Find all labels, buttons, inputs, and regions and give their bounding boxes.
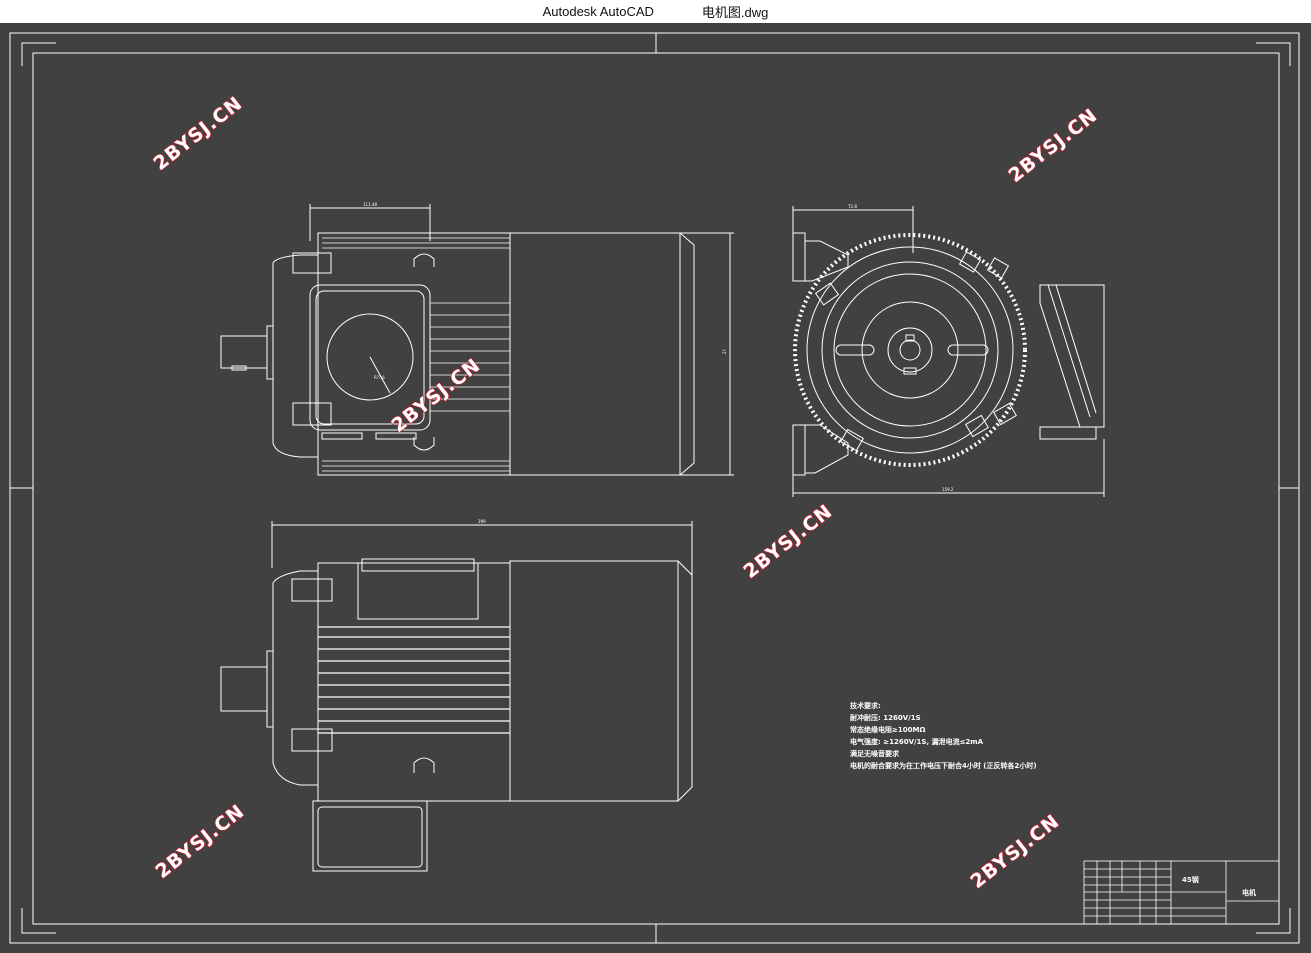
watermark-2: 2BYSJ.CN bbox=[1005, 104, 1102, 187]
drawing-border bbox=[9, 32, 1300, 944]
title-block[interactable]: 45钢 电机 bbox=[1083, 860, 1280, 925]
dim-end-base: 159.2 bbox=[942, 487, 954, 492]
note-line-3: 电气强度: ≥1260V/1S, 漏泄电流≤2mA bbox=[850, 737, 984, 746]
window-title-bar: Autodesk AutoCAD 电机图.dwg bbox=[0, 0, 1311, 23]
dim-top-height: 2? bbox=[722, 349, 727, 354]
watermark-5: 2BYSJ.CN bbox=[152, 800, 249, 883]
note-line-4: 满足无噪音要求 bbox=[850, 749, 900, 758]
notes-title: 技术要求: bbox=[850, 701, 881, 710]
app-title: Autodesk AutoCAD bbox=[542, 4, 654, 19]
watermark-6: 2BYSJ.CN bbox=[967, 810, 1064, 893]
watermark-1: 2BYSJ.CN bbox=[150, 92, 247, 175]
title-block-material: 45钢 bbox=[1182, 875, 1199, 884]
dim-circle-radius: R??.6 bbox=[374, 375, 385, 380]
motor-front-view[interactable]: 299 bbox=[220, 519, 693, 872]
note-line-2: 常态绝缘电阻≥100MΩ bbox=[850, 725, 925, 734]
note-line-1: 耐冲耐压: 1260V/1S bbox=[850, 713, 921, 722]
file-name: 电机图.dwg bbox=[701, 5, 769, 20]
note-line-5: 电机的耐合要求为在工作电压下耐合4小时 (正反转各2小时) bbox=[850, 761, 1037, 770]
watermark-3: 2BYSJ.CN bbox=[388, 354, 485, 437]
cad-drawing[interactable]: 111.48 bbox=[0, 23, 1311, 953]
dim-end-width: 72.8 bbox=[848, 204, 857, 209]
drawing-canvas[interactable]: 111.48 bbox=[0, 23, 1311, 953]
dim-front-length: 299 bbox=[478, 519, 486, 524]
motor-top-view[interactable]: 111.48 bbox=[220, 202, 734, 476]
title-block-part-name: 电机 bbox=[1242, 888, 1256, 897]
watermark-4: 2BYSJ.CN bbox=[740, 500, 837, 583]
motor-end-view[interactable]: 72.8 159.2 bbox=[792, 204, 1105, 497]
dim-top-width: 111.48 bbox=[363, 202, 377, 207]
technical-notes: 技术要求: 耐冲耐压: 1260V/1S 常态绝缘电阻≥100MΩ 电气强度: … bbox=[850, 701, 1037, 770]
